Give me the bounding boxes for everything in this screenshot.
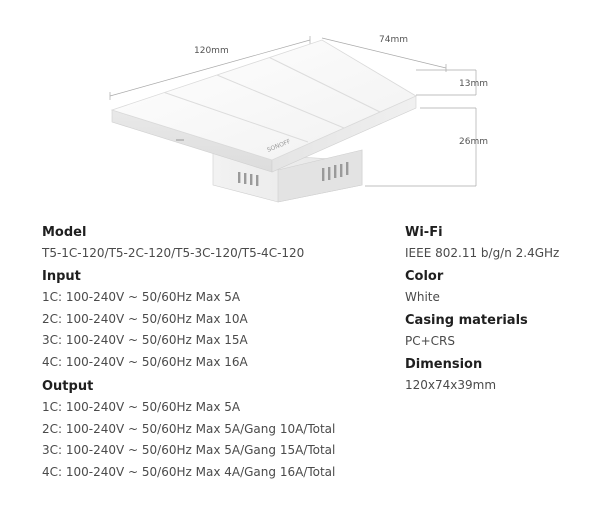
input-row: 3C: 100-240V ~ 50/60Hz Max 15A <box>42 333 248 347</box>
color-section: Color White <box>405 269 595 305</box>
specs-left-column: Model T5-1C-120/T5-2C-120/T5-3C-120/T5-4… <box>42 225 382 483</box>
color-value: White <box>405 290 440 304</box>
input-rows: 1C: 100-240V ~ 50/60Hz Max 5A 2C: 100-24… <box>42 287 382 373</box>
switch-drawing: SONOFF <box>109 36 477 203</box>
output-row: 2C: 100-240V ~ 50/60Hz Max 5A/Gang 10A/T… <box>42 421 336 436</box>
depth-dimension-label: 74mm <box>379 35 408 45</box>
output-section: Output 1C: 100-240V ~ 50/60Hz Max 5A 2C:… <box>42 379 382 483</box>
gang-dividers <box>164 57 381 143</box>
wifi-section: Wi-Fi IEEE 802.11 b/g/n 2.4GHz <box>405 225 595 261</box>
casing-heading: Casing materials <box>405 313 528 328</box>
box-height-dimension-label: 26mm <box>459 137 488 147</box>
width-dimension-label: 120mm <box>194 46 229 56</box>
model-value: T5-1C-120/T5-2C-120/T5-3C-120/T5-4C-120 <box>42 246 305 260</box>
input-section: Input 1C: 100-240V ~ 50/60Hz Max 5A 2C: … <box>42 269 382 373</box>
model-heading: Model <box>42 225 87 240</box>
product-illustration: SONOFF 120mm 74mm 13mm 26mm <box>0 0 600 215</box>
input-row: 2C: 100-240V ~ 50/60Hz Max 10A <box>42 311 248 326</box>
wifi-value: IEEE 802.11 b/g/n 2.4GHz <box>405 246 560 260</box>
casing-section: Casing materials PC+CRS <box>405 313 595 349</box>
output-rows: 1C: 100-240V ~ 50/60Hz Max 5A 2C: 100-24… <box>42 397 382 483</box>
input-row: 1C: 100-240V ~ 50/60Hz Max 5A <box>42 290 241 304</box>
specs-right-column: Wi-Fi IEEE 802.11 b/g/n 2.4GHz Color Whi… <box>405 225 595 393</box>
output-row: 3C: 100-240V ~ 50/60Hz Max 5A/Gang 15A/T… <box>42 443 336 457</box>
casing-value: PC+CRS <box>405 334 456 348</box>
dimension-lines <box>109 36 477 187</box>
output-row: 1C: 100-240V ~ 50/60Hz Max 5A <box>42 400 241 414</box>
dimension-heading: Dimension <box>405 357 483 372</box>
output-row: 4C: 100-240V ~ 50/60Hz Max 4A/Gang 16A/T… <box>42 464 336 479</box>
panel-top-face <box>110 39 417 161</box>
input-heading: Input <box>42 269 81 284</box>
dimension-value: 120x74x39mm <box>405 378 497 392</box>
dimension-section: Dimension 120x74x39mm <box>405 357 595 393</box>
input-row: 4C: 100-240V ~ 50/60Hz Max 16A <box>42 354 248 369</box>
wifi-heading: Wi-Fi <box>405 225 443 240</box>
model-section: Model T5-1C-120/T5-2C-120/T5-3C-120/T5-4… <box>42 225 382 261</box>
output-heading: Output <box>42 379 94 394</box>
color-heading: Color <box>405 269 444 284</box>
indicator-led <box>176 139 184 141</box>
panel-height-dimension-label: 13mm <box>459 79 488 89</box>
